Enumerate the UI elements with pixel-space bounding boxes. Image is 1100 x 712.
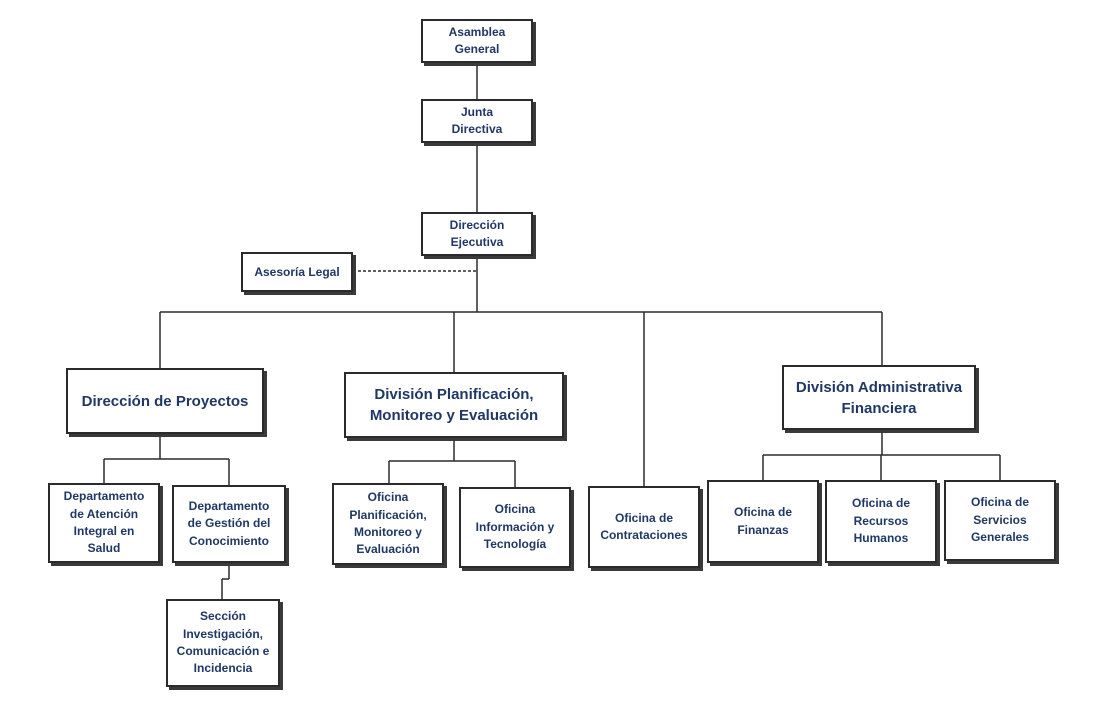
node-oficina-rrhh: Oficina de Recursos Humanos [825,480,937,563]
node-oficina-informacion: Oficina Información y Tecnología [459,487,571,568]
node-oficina-finanzas: Oficina de Finanzas [707,480,819,563]
node-oficina-servicios: Oficina de Servicios Generales [944,480,1056,561]
node-seccion-investigacion: Sección Investigación, Comunicación e In… [166,599,280,687]
node-oficina-planificacion: Oficina Planificación, Monitoreo y Evalu… [332,483,444,565]
node-depto-atencion: Departamento de Atención Integral en Sal… [48,483,160,563]
node-direccion-proyectos: Dirección de Proyectos [66,368,264,434]
node-division-administrativa: División Administrativa Financiera [782,365,976,430]
node-asamblea-general: Asamblea General [421,19,533,63]
node-division-planificacion: División Planificación, Monitoreo y Eval… [344,372,564,438]
node-oficina-contrataciones: Oficina de Contrataciones [588,486,700,568]
node-depto-gestion: Departamento de Gestión del Conocimiento [172,485,286,563]
node-direccion-ejecutiva: Dirección Ejecutiva [421,212,533,256]
node-junta-directiva: Junta Directiva [421,99,533,143]
node-asesoria-legal: Asesoría Legal [241,252,353,292]
